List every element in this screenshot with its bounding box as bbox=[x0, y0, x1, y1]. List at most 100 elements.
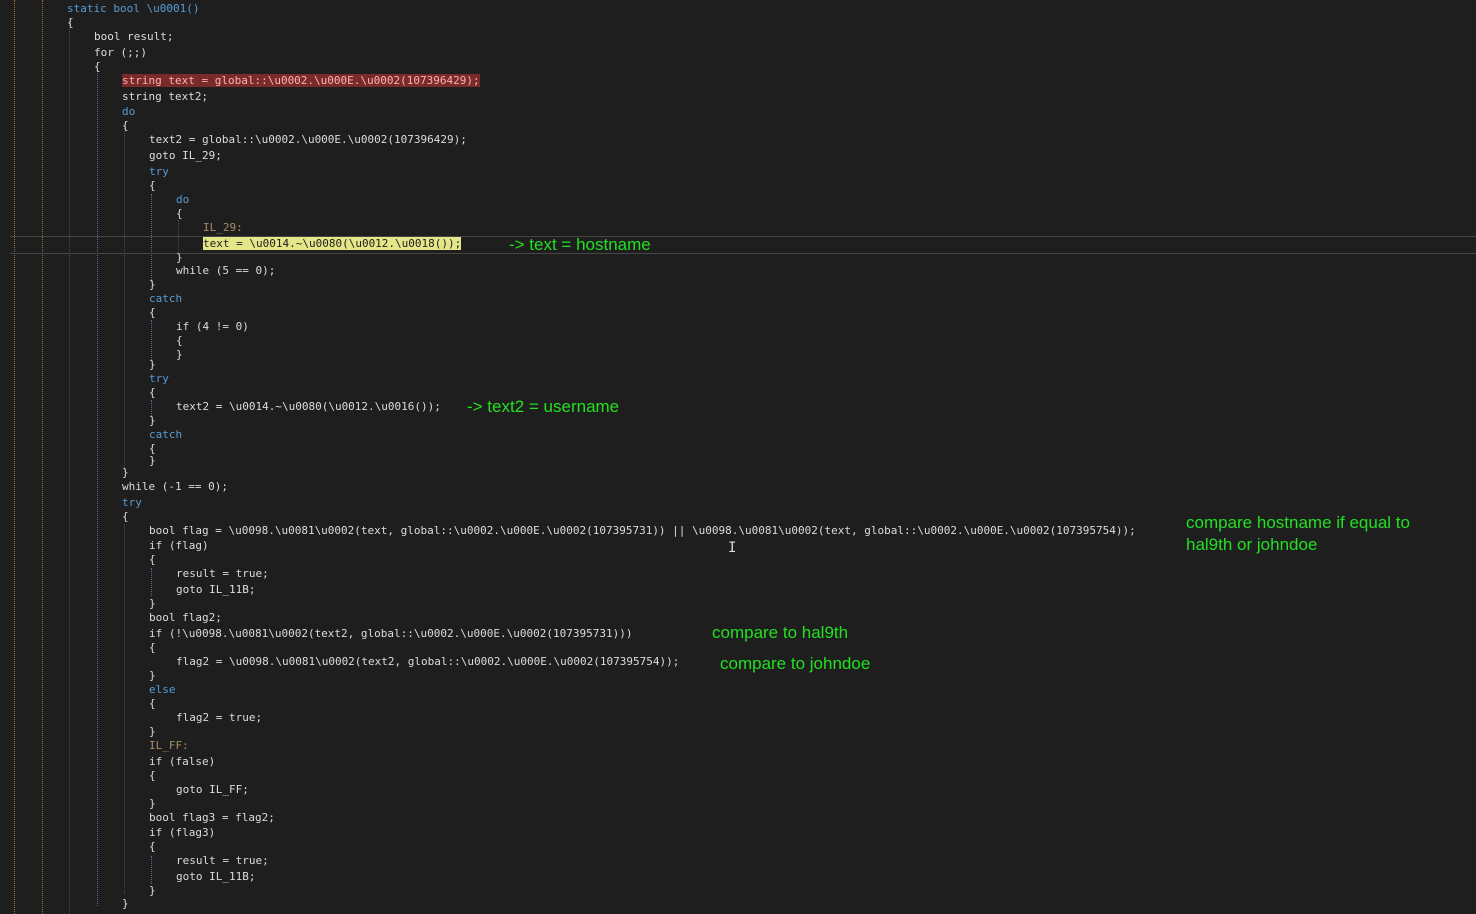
code-text: { bbox=[176, 334, 183, 347]
code-line[interactable]: catch bbox=[149, 427, 182, 443]
code-text: flag2 = \u0098.\u0081\u0002(text2, globa… bbox=[176, 655, 680, 668]
code-line[interactable]: if (flag3) bbox=[149, 825, 215, 841]
code-line[interactable]: if (!\u0098.\u0081\u0002(text2, global::… bbox=[149, 626, 632, 642]
code-line[interactable]: catch bbox=[149, 291, 182, 307]
code-line[interactable]: if (false) bbox=[149, 754, 215, 770]
code-text: goto IL_11B; bbox=[176, 583, 256, 596]
code-text: if (4 != 0) bbox=[176, 320, 249, 333]
code-text: string text2; bbox=[122, 90, 209, 103]
indent-guide bbox=[151, 320, 152, 360]
code-line[interactable]: else bbox=[149, 682, 176, 698]
code-text: } bbox=[149, 669, 156, 682]
code-line[interactable]: } bbox=[149, 357, 156, 373]
code-line[interactable]: } bbox=[149, 413, 156, 429]
text-cursor-icon: I bbox=[728, 540, 737, 556]
code-line[interactable]: { bbox=[149, 768, 156, 784]
code-line[interactable]: { bbox=[149, 305, 156, 321]
code-line[interactable]: } bbox=[149, 596, 156, 612]
code-line[interactable]: IL_29: bbox=[203, 220, 243, 236]
code-line[interactable]: IL_FF: bbox=[149, 738, 189, 754]
code-line[interactable]: string text = global::\u0002.\u000E.\u00… bbox=[122, 73, 480, 89]
code-line[interactable]: { bbox=[149, 839, 156, 855]
code-line[interactable]: bool flag2; bbox=[149, 610, 222, 626]
code-line[interactable]: } bbox=[149, 668, 156, 684]
code-line[interactable]: { bbox=[149, 552, 156, 568]
code-line[interactable]: text2 = \u0014.~\u0080(\u0012.\u0016()); bbox=[176, 399, 441, 415]
code-line[interactable]: while (5 == 0); bbox=[176, 263, 275, 279]
code-text: } bbox=[149, 597, 156, 610]
code-text: flag2 = true; bbox=[176, 711, 263, 724]
code-line[interactable]: } bbox=[149, 883, 156, 899]
code-line[interactable]: static bool \u0001() bbox=[67, 1, 199, 17]
code-text: result = true; bbox=[176, 854, 269, 867]
code-line[interactable]: { bbox=[149, 441, 156, 457]
code-line[interactable]: if (flag) bbox=[149, 538, 209, 554]
indent-guide bbox=[151, 856, 152, 884]
code-text: IL_29: bbox=[203, 221, 243, 234]
code-text: try bbox=[149, 372, 169, 385]
code-text: } bbox=[122, 897, 129, 910]
code-text: { bbox=[176, 207, 183, 220]
code-line[interactable]: { bbox=[122, 118, 129, 134]
code-line[interactable]: } bbox=[122, 896, 129, 912]
indent-guide bbox=[69, 18, 70, 914]
code-line[interactable]: try bbox=[149, 371, 169, 387]
code-line[interactable]: } bbox=[149, 453, 156, 469]
code-line[interactable]: result = true; bbox=[176, 853, 269, 869]
code-line[interactable]: { bbox=[176, 333, 183, 349]
code-line[interactable]: while (-1 == 0); bbox=[122, 479, 228, 495]
code-line[interactable]: do bbox=[122, 104, 135, 120]
code-line[interactable]: for (;;) bbox=[94, 45, 147, 61]
code-text: { bbox=[149, 840, 156, 853]
code-line[interactable]: } bbox=[149, 796, 156, 812]
code-line[interactable]: flag2 = true; bbox=[176, 710, 262, 726]
code-text: { bbox=[149, 769, 156, 782]
code-text: goto IL_FF; bbox=[176, 783, 249, 796]
code-text: { bbox=[149, 641, 156, 654]
code-line[interactable]: } bbox=[149, 277, 156, 293]
code-line[interactable]: { bbox=[67, 15, 74, 31]
code-text: static bool \u0001() bbox=[67, 2, 200, 15]
code-line[interactable]: string text2; bbox=[122, 89, 208, 105]
code-line[interactable]: bool flag3 = flag2; bbox=[149, 810, 275, 826]
code-line[interactable]: { bbox=[149, 640, 156, 656]
code-line[interactable]: flag2 = \u0098.\u0081\u0002(text2, globa… bbox=[176, 654, 679, 670]
code-line[interactable]: try bbox=[149, 164, 169, 180]
code-line[interactable]: } bbox=[176, 250, 183, 266]
indent-guide bbox=[42, 0, 43, 914]
code-line[interactable]: } bbox=[149, 724, 156, 740]
code-line[interactable]: do bbox=[176, 192, 189, 208]
code-text: goto IL_11B; bbox=[176, 870, 256, 883]
code-text: } bbox=[149, 414, 156, 427]
code-text: } bbox=[149, 797, 156, 810]
code-line[interactable]: { bbox=[94, 59, 101, 75]
code-line[interactable]: text = \u0014.~\u0080(\u0012.\u0018()); bbox=[203, 236, 462, 252]
code-text: { bbox=[149, 179, 156, 192]
code-line[interactable]: if (4 != 0) bbox=[176, 319, 249, 335]
current-line-highlight bbox=[10, 236, 1476, 254]
code-text: bool flag = \u0098.\u0081\u0002(text, gl… bbox=[149, 524, 1136, 537]
indent-guide bbox=[151, 568, 152, 596]
code-text: { bbox=[67, 16, 74, 29]
code-line[interactable]: goto IL_29; bbox=[149, 148, 222, 164]
code-line[interactable]: { bbox=[149, 178, 156, 194]
code-line[interactable]: text2 = global::\u0002.\u000E.\u0002(107… bbox=[149, 132, 467, 148]
indent-guide bbox=[151, 400, 152, 416]
code-line[interactable]: goto IL_FF; bbox=[176, 782, 249, 798]
code-line[interactable]: } bbox=[122, 465, 129, 481]
code-line[interactable]: } bbox=[176, 347, 183, 363]
code-text: do bbox=[122, 105, 136, 118]
code-text: { bbox=[149, 442, 156, 455]
code-line[interactable]: { bbox=[122, 509, 129, 525]
code-line[interactable]: bool result; bbox=[94, 29, 173, 45]
code-line[interactable]: goto IL_11B; bbox=[176, 582, 255, 598]
code-text: while (5 == 0); bbox=[176, 264, 276, 277]
code-line[interactable]: { bbox=[149, 696, 156, 712]
code-line[interactable]: result = true; bbox=[176, 566, 269, 582]
code-line[interactable]: bool flag = \u0098.\u0081\u0002(text, gl… bbox=[149, 523, 1136, 539]
code-line[interactable]: try bbox=[122, 495, 142, 511]
code-line[interactable]: { bbox=[149, 385, 156, 401]
code-line[interactable]: goto IL_11B; bbox=[176, 869, 255, 885]
code-line[interactable]: { bbox=[176, 206, 183, 222]
